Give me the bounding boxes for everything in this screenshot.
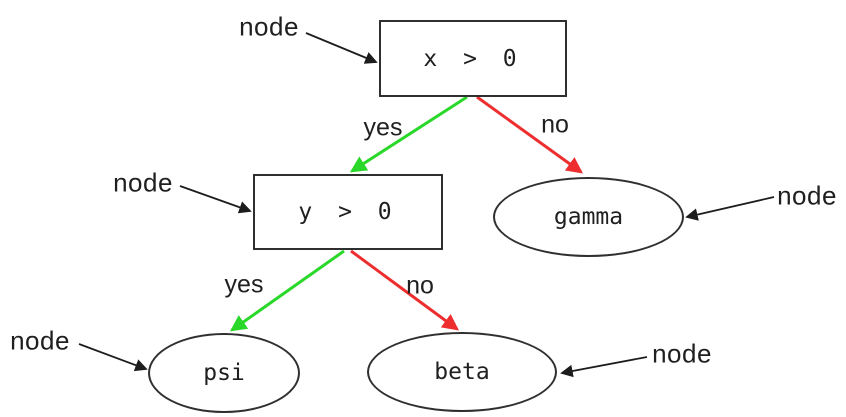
edge-label-inner-yes: yes — [224, 270, 264, 299]
node-inner: y > 0 — [253, 174, 443, 250]
node-beta: beta — [367, 332, 557, 412]
edge-label-root-no: no — [541, 110, 569, 139]
annotation-arrow-root — [305, 32, 378, 64]
edge-root-yes-arrow — [349, 95, 468, 173]
annotation-label-psi: node — [10, 325, 70, 356]
annotation-arrow-beta — [560, 356, 648, 378]
node-psi-label: psi — [203, 360, 245, 386]
edge-inner-yes-arrow — [229, 249, 345, 332]
node-psi: psi — [148, 333, 300, 413]
annotation-label-beta: node — [652, 338, 712, 369]
annotation-label-inner: node — [113, 167, 173, 198]
annotation-arrow-gamma — [685, 196, 775, 221]
annotation-arrow-psi — [78, 343, 148, 372]
edge-root-no-arrow — [476, 95, 584, 174]
annotation-arrow-inner — [179, 185, 252, 214]
annotation-label-gamma: node — [777, 180, 837, 211]
node-gamma-label: gamma — [553, 204, 624, 230]
node-inner-label: y > 0 — [298, 199, 398, 225]
node-beta-label: beta — [434, 359, 490, 385]
edge-inner-no-arrow — [350, 249, 459, 331]
node-root: x > 0 — [379, 20, 567, 97]
node-gamma: gamma — [493, 177, 684, 257]
annotation-label-root: node — [239, 11, 299, 42]
edge-label-inner-no: no — [406, 271, 434, 300]
node-root-label: x > 0 — [423, 45, 523, 72]
edge-label-root-yes: yes — [363, 113, 403, 142]
